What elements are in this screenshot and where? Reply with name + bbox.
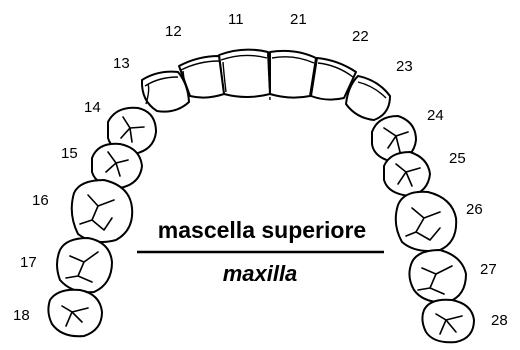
tooth-17 bbox=[57, 238, 112, 292]
tooth-13 bbox=[142, 72, 189, 112]
tooth-26 bbox=[396, 192, 456, 251]
tooth-number-17: 17 bbox=[20, 254, 37, 271]
title-italian: mascella superiore bbox=[158, 217, 366, 243]
tooth-number-18: 18 bbox=[13, 307, 30, 324]
tooth-number-28: 28 bbox=[491, 312, 508, 329]
tooth-11 bbox=[219, 50, 270, 97]
tooth-23 bbox=[346, 76, 390, 120]
tooth-number-25: 25 bbox=[449, 150, 466, 167]
tooth-number-26: 26 bbox=[466, 201, 483, 218]
tooth-number-23: 23 bbox=[396, 58, 413, 75]
tooth-number-24: 24 bbox=[427, 107, 444, 124]
tooth-16 bbox=[72, 180, 132, 242]
title-latin: maxilla bbox=[223, 261, 298, 286]
tooth-number-12: 12 bbox=[165, 23, 182, 40]
tooth-number-22: 22 bbox=[352, 28, 369, 45]
tooth-28 bbox=[422, 300, 474, 343]
tooth-27 bbox=[409, 250, 466, 302]
tooth-number-21: 21 bbox=[290, 11, 307, 28]
tooth-21 bbox=[268, 51, 316, 100]
tooth-number-14: 14 bbox=[84, 99, 101, 116]
tooth-number-13: 13 bbox=[113, 55, 130, 72]
tooth-number-15: 15 bbox=[61, 145, 78, 162]
tooth-number-27: 27 bbox=[480, 261, 497, 278]
tooth-25 bbox=[384, 152, 430, 196]
tooth-number-11: 11 bbox=[228, 11, 244, 28]
tooth-number-16: 16 bbox=[32, 192, 49, 209]
tooth-18 bbox=[48, 290, 102, 337]
